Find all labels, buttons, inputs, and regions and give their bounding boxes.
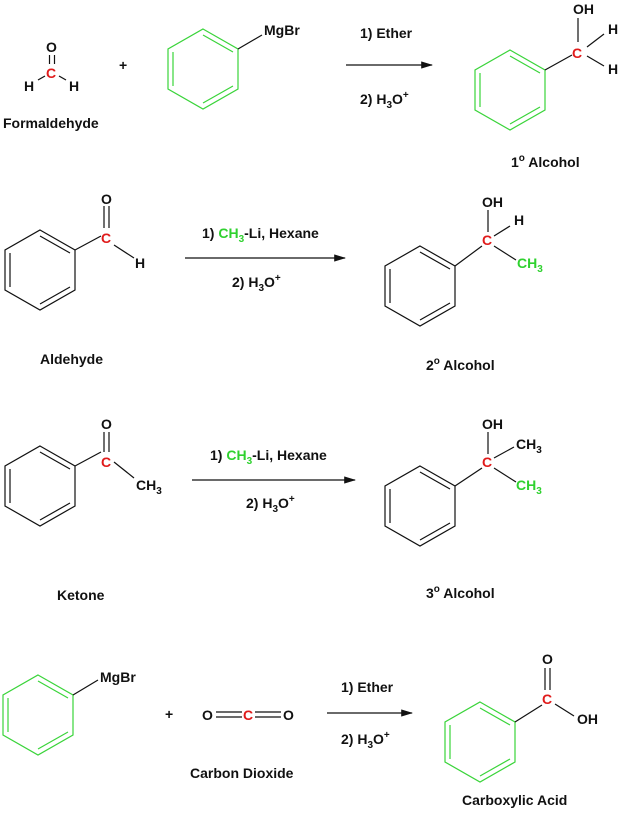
hydroxyl-group: OH xyxy=(482,416,503,432)
mgbr-group: MgBr xyxy=(264,22,300,38)
condition-2: 2) H3O+ xyxy=(360,90,409,111)
formaldehyde-label: Formaldehyde xyxy=(3,115,99,131)
reaction-2: O C H Aldehyde 1) CH3-Li, Hexane 2) H3O+… xyxy=(4,191,543,373)
condition-1: 1) Ether xyxy=(360,25,413,41)
phenyl-magnesium-bromide xyxy=(2,674,99,756)
atom-o: O xyxy=(542,651,553,667)
tertiary-alcohol-label: 3o Alcohol xyxy=(426,584,495,601)
atom-h: H xyxy=(69,78,79,94)
reaction-1: O C H H Formaldehyde + MgBr 1) Ether 2) … xyxy=(3,1,618,170)
methyl-group: CH3 xyxy=(517,255,543,275)
atom-o: O xyxy=(101,416,112,432)
methyl-group: CH3 xyxy=(516,436,542,456)
primary-alcohol-structure: C xyxy=(474,18,605,131)
benzene-ring xyxy=(4,445,76,527)
plus-sign: + xyxy=(119,57,127,73)
secondary-alcohol-label: 2o Alcohol xyxy=(426,356,495,373)
benzene-ring xyxy=(444,701,516,783)
atom-h: H xyxy=(608,61,618,77)
atom-h: H xyxy=(514,212,524,228)
methyl-group: CH3 xyxy=(136,477,162,497)
atom-o: O xyxy=(202,707,213,723)
atom-c: C xyxy=(101,454,111,470)
condition-1: 1) CH3-Li, Hexane xyxy=(202,225,319,245)
atom-c: C xyxy=(482,232,492,248)
methyl-group-added: CH3 xyxy=(516,477,542,497)
hydroxyl-group: OH xyxy=(573,1,594,17)
tertiary-alcohol-structure xyxy=(384,432,517,547)
atom-h: H xyxy=(135,255,145,271)
primary-alcohol-label: 1o Alcohol xyxy=(511,153,580,170)
hydroxyl-group: OH xyxy=(577,711,598,727)
aldehyde-label: Aldehyde xyxy=(40,351,103,367)
carboxylic-acid-structure xyxy=(444,668,575,783)
hydroxyl-group: OH xyxy=(482,194,503,210)
carboxylic-acid-label: Carboxylic Acid xyxy=(462,792,567,808)
atom-c: C xyxy=(101,230,111,246)
benzene-ring xyxy=(474,49,546,131)
atom-o: O xyxy=(46,39,57,55)
benzene-ring xyxy=(167,28,239,110)
atom-c: C xyxy=(572,45,582,61)
mgbr-group: MgBr xyxy=(100,669,136,685)
formaldehyde-structure: O C H H Formaldehyde xyxy=(3,39,99,131)
condition-2: 2) H3O+ xyxy=(232,273,281,294)
benzene-ring xyxy=(4,229,76,311)
condition-2: 2) H3O+ xyxy=(246,494,295,515)
atom-c: C xyxy=(46,65,56,81)
benzene-ring xyxy=(2,674,74,756)
carbon-dioxide-label: Carbon Dioxide xyxy=(190,765,294,781)
benzene-ring xyxy=(384,245,456,327)
plus-sign: + xyxy=(165,706,173,722)
reaction-3: O C CH3 Ketone 1) CH3-Li, Hexane 2) H3O+… xyxy=(4,416,542,603)
atom-c: C xyxy=(243,707,253,723)
atom-h: H xyxy=(24,78,34,94)
atom-o: O xyxy=(101,191,112,207)
atom-c: C xyxy=(542,691,552,707)
secondary-alcohol-structure xyxy=(384,210,517,327)
phenyl-magnesium-bromide: MgBr xyxy=(167,22,300,110)
atom-h: H xyxy=(608,21,618,37)
atom-o: O xyxy=(283,707,294,723)
carbon-dioxide-structure: O C O xyxy=(202,707,294,723)
aldehyde-structure xyxy=(4,206,135,311)
condition-2: 2) H3O+ xyxy=(341,730,390,751)
condition-1: 1) Ether xyxy=(341,679,394,695)
reaction-4: MgBr + O C O Carbon Dioxide 1) Ether 2) … xyxy=(2,651,598,808)
ketone-structure xyxy=(4,432,135,527)
ketone-label: Ketone xyxy=(57,587,105,603)
condition-1: 1) CH3-Li, Hexane xyxy=(210,447,327,467)
benzene-ring xyxy=(384,465,456,547)
atom-c: C xyxy=(482,454,492,470)
